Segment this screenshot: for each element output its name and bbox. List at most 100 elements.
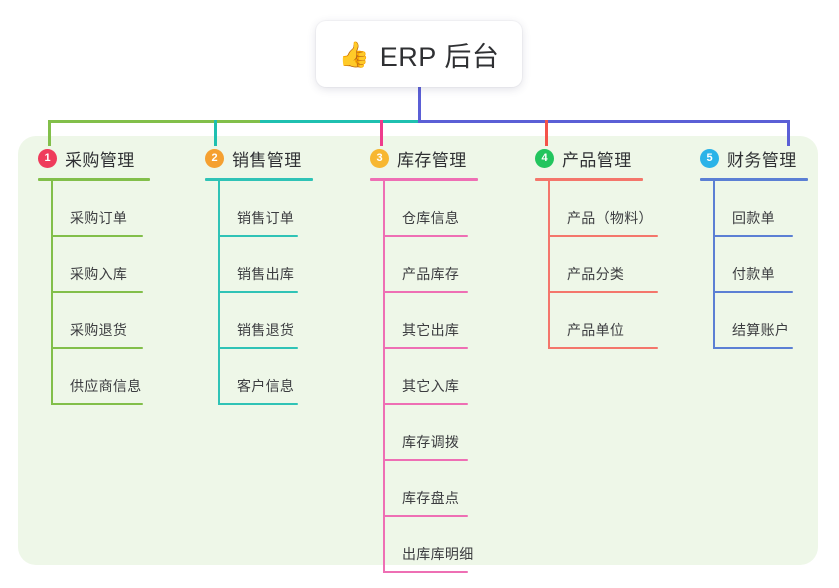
leaf-item[interactable]: 库存调拨 [370, 405, 478, 461]
leaf-item[interactable]: 回款单 [700, 181, 808, 237]
leaf-item[interactable]: 销售出库 [205, 237, 313, 293]
branch-underline-4 [535, 178, 643, 181]
leaf-item[interactable]: 结算账户 [700, 293, 808, 349]
branch-underline-1 [38, 178, 150, 181]
leaf-item-label: 库存盘点 [402, 490, 460, 506]
branch-column-2: 2 销售管理销售订单销售出库销售退货客户信息 [205, 146, 313, 405]
leaf-item-label: 仓库信息 [402, 210, 460, 226]
leaf-item-label: 产品单位 [567, 322, 625, 338]
leaf-item-label: 产品（物料） [567, 210, 653, 226]
leaf-item-label: 出库库明细 [402, 546, 474, 562]
leaf-item[interactable]: 采购退货 [38, 293, 150, 349]
leaf-item-label: 其它出库 [402, 322, 460, 338]
branch-badge-4: 4 [535, 148, 554, 168]
branch-column-1: 1 采购管理采购订单采购入库采购退货供应商信息 [38, 146, 150, 405]
leaf-item-underline [51, 347, 143, 349]
leaf-item-underline [713, 347, 793, 349]
leaf-item-underline [51, 291, 143, 293]
leaf-item-label: 回款单 [732, 210, 775, 226]
branch-header-2[interactable]: 2 销售管理 [205, 146, 313, 170]
leaf-item-label: 供应商信息 [70, 378, 142, 394]
branches-panel [18, 136, 818, 565]
leaf-item[interactable]: 出库库明细 [370, 517, 478, 573]
leaf-item-label: 采购退货 [70, 322, 128, 338]
branch-badge-2: 2 [205, 148, 224, 168]
root-node-content: 👍 ERP 后台 [339, 35, 500, 74]
branch-items-2: 销售订单销售出库销售退货客户信息 [205, 181, 313, 405]
leaf-item[interactable]: 客户信息 [205, 349, 313, 405]
leaf-item[interactable]: 其它出库 [370, 293, 478, 349]
leaf-item-label: 其它入库 [402, 378, 460, 394]
thumbs-up-icon: 👍 [338, 40, 370, 69]
branch-items-1: 采购订单采购入库采购退货供应商信息 [38, 181, 150, 405]
leaf-item[interactable]: 产品库存 [370, 237, 478, 293]
leaf-item[interactable]: 产品分类 [535, 237, 658, 293]
leaf-item[interactable]: 仓库信息 [370, 181, 478, 237]
leaf-item-underline [713, 235, 793, 237]
branch-spine-2 [218, 181, 220, 405]
branch-title-5: 财务管理 [727, 150, 797, 170]
leaf-item-underline [548, 235, 658, 237]
branch-underline-3 [370, 178, 478, 181]
leaf-item-underline [548, 291, 658, 293]
leaf-item-underline [383, 515, 468, 517]
leaf-item-label: 销售订单 [237, 210, 295, 226]
leaf-item-underline [218, 291, 298, 293]
leaf-item-underline [383, 403, 468, 405]
leaf-item-label: 采购订单 [70, 210, 128, 226]
leaf-item[interactable]: 库存盘点 [370, 461, 478, 517]
branch-badge-3: 3 [370, 148, 389, 168]
leaf-item-underline [218, 403, 298, 405]
leaf-item-label: 产品分类 [567, 266, 625, 282]
branch-items-4: 产品（物料） 产品分类产品单位 [535, 181, 658, 349]
branch-items-5: 回款单付款单结算账户 [700, 181, 808, 349]
leaf-item[interactable]: 产品（物料） [535, 181, 658, 237]
leaf-item-underline [383, 291, 468, 293]
leaf-item-label: 结算账户 [732, 322, 790, 338]
branch-underline-5 [700, 178, 808, 181]
branch-spine-5 [713, 181, 715, 349]
root-node[interactable]: 👍 ERP 后台 [316, 21, 522, 87]
leaf-item[interactable]: 付款单 [700, 237, 808, 293]
leaf-item-label: 库存调拨 [402, 434, 460, 450]
branch-header-5[interactable]: 5 财务管理 [700, 146, 808, 170]
leaf-item[interactable]: 其它入库 [370, 349, 478, 405]
branch-badge-1: 1 [38, 148, 57, 168]
leaf-item-label: 采购入库 [70, 266, 128, 282]
branch-header-3[interactable]: 3 库存管理 [370, 146, 478, 170]
branch-underline-2 [205, 178, 313, 181]
branch-spine-1 [51, 181, 53, 405]
branch-header-1[interactable]: 1 采购管理 [38, 146, 150, 170]
branch-items-3: 仓库信息产品库存其它出库其它入库库存调拨库存盘点出库库明细 [370, 181, 478, 573]
leaf-item-underline [51, 403, 143, 405]
leaf-item-underline [383, 347, 468, 349]
branch-spine-3 [383, 181, 385, 573]
root-title: ERP 后台 [379, 41, 500, 72]
leaf-item[interactable]: 销售订单 [205, 181, 313, 237]
leaf-item-underline [218, 347, 298, 349]
leaf-item-underline [383, 459, 468, 461]
branch-badge-5: 5 [700, 148, 719, 168]
branch-title-3: 库存管理 [397, 150, 467, 170]
leaf-item[interactable]: 供应商信息 [38, 349, 150, 405]
branch-title-2: 销售管理 [232, 150, 302, 170]
leaf-item[interactable]: 采购入库 [38, 237, 150, 293]
leaf-item-label: 销售出库 [237, 266, 295, 282]
branch-title-1: 采购管理 [65, 150, 135, 170]
branch-column-5: 5 财务管理回款单付款单结算账户 [700, 146, 808, 349]
leaf-item-underline [548, 347, 658, 349]
leaf-item-underline [218, 235, 298, 237]
branch-column-3: 3 库存管理仓库信息产品库存其它出库其它入库库存调拨库存盘点出库库明细 [370, 146, 478, 573]
branch-spine-4 [548, 181, 550, 349]
leaf-item[interactable]: 销售退货 [205, 293, 313, 349]
leaf-item-label: 客户信息 [237, 378, 295, 394]
leaf-item[interactable]: 产品单位 [535, 293, 658, 349]
leaf-item-underline [713, 291, 793, 293]
leaf-item[interactable]: 采购订单 [38, 181, 150, 237]
leaf-item-label: 产品库存 [402, 266, 460, 282]
leaf-item-underline [51, 235, 143, 237]
